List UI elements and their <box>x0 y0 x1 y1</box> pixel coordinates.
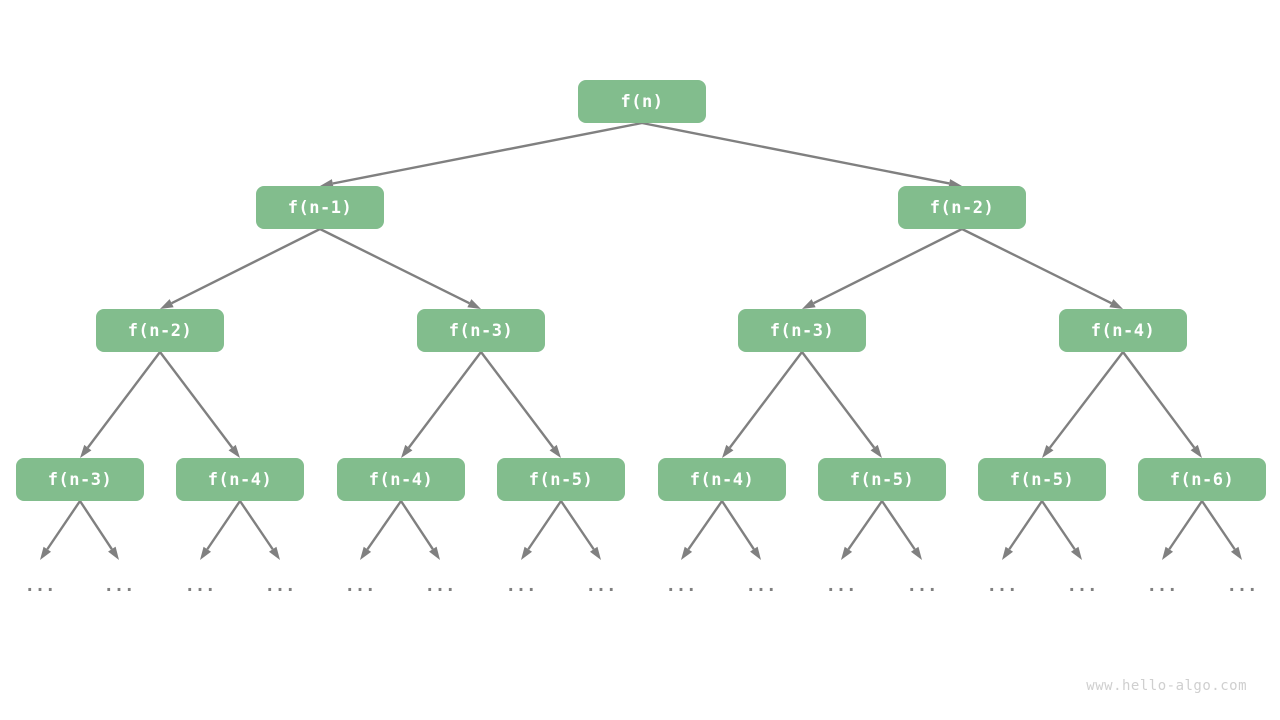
edge-arrowhead <box>722 444 734 458</box>
edge-arrowhead <box>268 546 280 560</box>
ellipsis-leaf: ... <box>24 576 56 596</box>
edge-arrowhead <box>200 546 212 560</box>
edge-line <box>847 500 883 551</box>
edge-line <box>1122 351 1196 449</box>
edge-line <box>1041 500 1076 550</box>
edge-arrowhead <box>1109 299 1123 309</box>
edge-arrowhead <box>228 444 240 458</box>
edge-line <box>239 500 274 550</box>
ellipsis-leaf: ... <box>505 576 537 596</box>
edge-arrowhead <box>401 444 413 458</box>
ellipsis-leaf: ... <box>1066 576 1098 596</box>
edge-arrowhead <box>40 546 52 560</box>
edge-line <box>728 351 803 449</box>
edge-line <box>527 500 562 550</box>
edge-arrowhead <box>80 444 92 458</box>
edge-arrowhead <box>467 299 481 309</box>
edge-line <box>560 500 595 550</box>
edge-arrowhead <box>841 546 853 560</box>
edge-line <box>46 500 81 550</box>
ellipsis-leaf: ... <box>264 576 296 596</box>
edge-arrowhead <box>521 546 533 560</box>
edge-arrowhead <box>1162 546 1174 560</box>
tree-node: f(n-6) <box>1138 458 1266 501</box>
edge-line <box>86 351 161 449</box>
edge-line <box>801 351 876 449</box>
tree-node: f(n-4) <box>1059 309 1187 352</box>
edge-line <box>881 500 916 550</box>
tree-node: f(n-3) <box>738 309 866 352</box>
edge-arrowhead <box>1042 444 1054 458</box>
ellipsis-leaf: ... <box>1226 576 1258 596</box>
ellipsis-leaf: ... <box>906 576 938 596</box>
edge-line <box>332 121 643 185</box>
tree-node: f(n) <box>578 80 706 123</box>
tree-node: f(n-5) <box>978 458 1106 501</box>
edge-line <box>961 227 1112 305</box>
tree-node: f(n-5) <box>497 458 625 501</box>
edge-line <box>1168 500 1203 550</box>
tree-node: f(n-4) <box>176 458 304 501</box>
edge-line <box>813 227 963 305</box>
edge-line <box>641 121 950 185</box>
tree-node: f(n-2) <box>898 186 1026 229</box>
edge-arrowhead <box>429 546 440 560</box>
edge-arrowhead <box>910 546 922 560</box>
edge-arrowhead <box>802 299 816 309</box>
ellipsis-leaf: ... <box>745 576 777 596</box>
ellipsis-leaf: ... <box>103 576 135 596</box>
tree-node: f(n-3) <box>16 458 144 501</box>
edge-line <box>1048 351 1124 449</box>
ellipsis-leaf: ... <box>825 576 857 596</box>
edge-line <box>720 500 755 550</box>
edge-line <box>78 500 113 550</box>
tree-node: f(n-4) <box>658 458 786 501</box>
ellipsis-leaf: ... <box>585 576 617 596</box>
edge-arrowhead <box>589 546 601 560</box>
edge-arrowhead <box>750 546 761 560</box>
edge-line <box>399 500 434 550</box>
tree-node: f(n-4) <box>337 458 465 501</box>
edge-arrowhead <box>549 444 561 458</box>
ellipsis-leaf: ... <box>665 576 697 596</box>
edge-line <box>159 351 234 449</box>
watermark: www.hello-algo.com <box>1086 678 1247 694</box>
edge-arrowhead <box>870 444 882 458</box>
tree-node: f(n-5) <box>818 458 946 501</box>
edge-line <box>1008 500 1043 550</box>
edge-line <box>687 500 723 551</box>
edge-line <box>171 227 321 305</box>
ellipsis-leaf: ... <box>424 576 456 596</box>
tree-node: f(n-3) <box>417 309 545 352</box>
tree-node: f(n-1) <box>256 186 384 229</box>
edge-line <box>480 351 555 449</box>
edge-arrowhead <box>1002 546 1014 560</box>
edge-line <box>206 500 241 550</box>
ellipsis-leaf: ... <box>344 576 376 596</box>
edge-line <box>366 500 402 551</box>
edge-arrowhead <box>681 546 693 560</box>
ellipsis-leaf: ... <box>1146 576 1178 596</box>
edge-arrowhead <box>360 546 372 560</box>
edge-line <box>1201 500 1236 550</box>
edge-arrowhead <box>1190 444 1202 458</box>
edge-line <box>407 351 482 449</box>
ellipsis-leaf: ... <box>184 576 216 596</box>
edge-arrowhead <box>160 299 174 309</box>
edge-arrowhead <box>108 546 119 560</box>
tree-node: f(n-2) <box>96 309 224 352</box>
edge-arrowhead <box>1070 546 1082 560</box>
edge-arrowhead <box>1230 546 1242 560</box>
ellipsis-leaf: ... <box>986 576 1018 596</box>
edge-line <box>319 227 470 305</box>
